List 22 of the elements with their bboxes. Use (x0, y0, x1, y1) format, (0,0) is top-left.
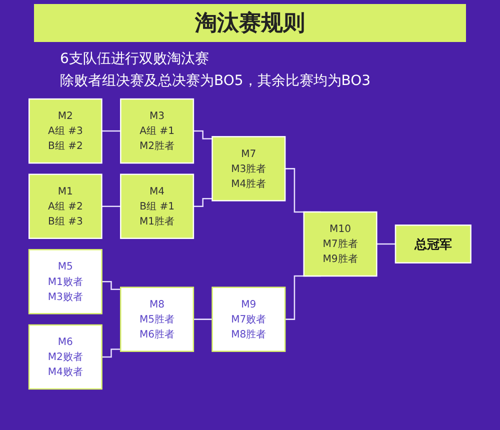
connector (101, 281, 121, 290)
connector (376, 243, 396, 245)
node-box: M2 A组 #3 B组 #2 (28, 98, 102, 164)
node-box: M7 M3胜者 M4胜者 (212, 136, 286, 202)
title-banner: 淘汰赛规则 (34, 4, 466, 42)
connector (101, 130, 121, 132)
node-box: M5 M1败者 M3败者 (28, 249, 103, 314)
connector (192, 130, 212, 140)
node-box: 总冠军 (394, 224, 472, 264)
node-box: M10 M7胜者 M9胜者 (303, 211, 378, 277)
rule-text: 除败者组决赛及总决赛为BO5，其余比赛均为BO3 (60, 72, 372, 90)
rule-text: 6支队伍进行双败淘汰赛 (60, 50, 210, 68)
node-box: M3 A组 #1 M2胜者 (120, 98, 194, 164)
node-box: M1 A组 #2 B组 #3 (28, 174, 102, 239)
node-box: M6 M2败者 M4败者 (28, 324, 103, 390)
node-box: M9 M7败者 M8胜者 (212, 286, 286, 352)
node-box: M8 M5胜者 M6胜者 (120, 286, 194, 352)
connector (192, 198, 212, 207)
node-box: M4 B组 #1 M1胜者 (120, 174, 194, 239)
connector (192, 318, 212, 320)
connector (101, 348, 121, 358)
connector (101, 206, 121, 207)
